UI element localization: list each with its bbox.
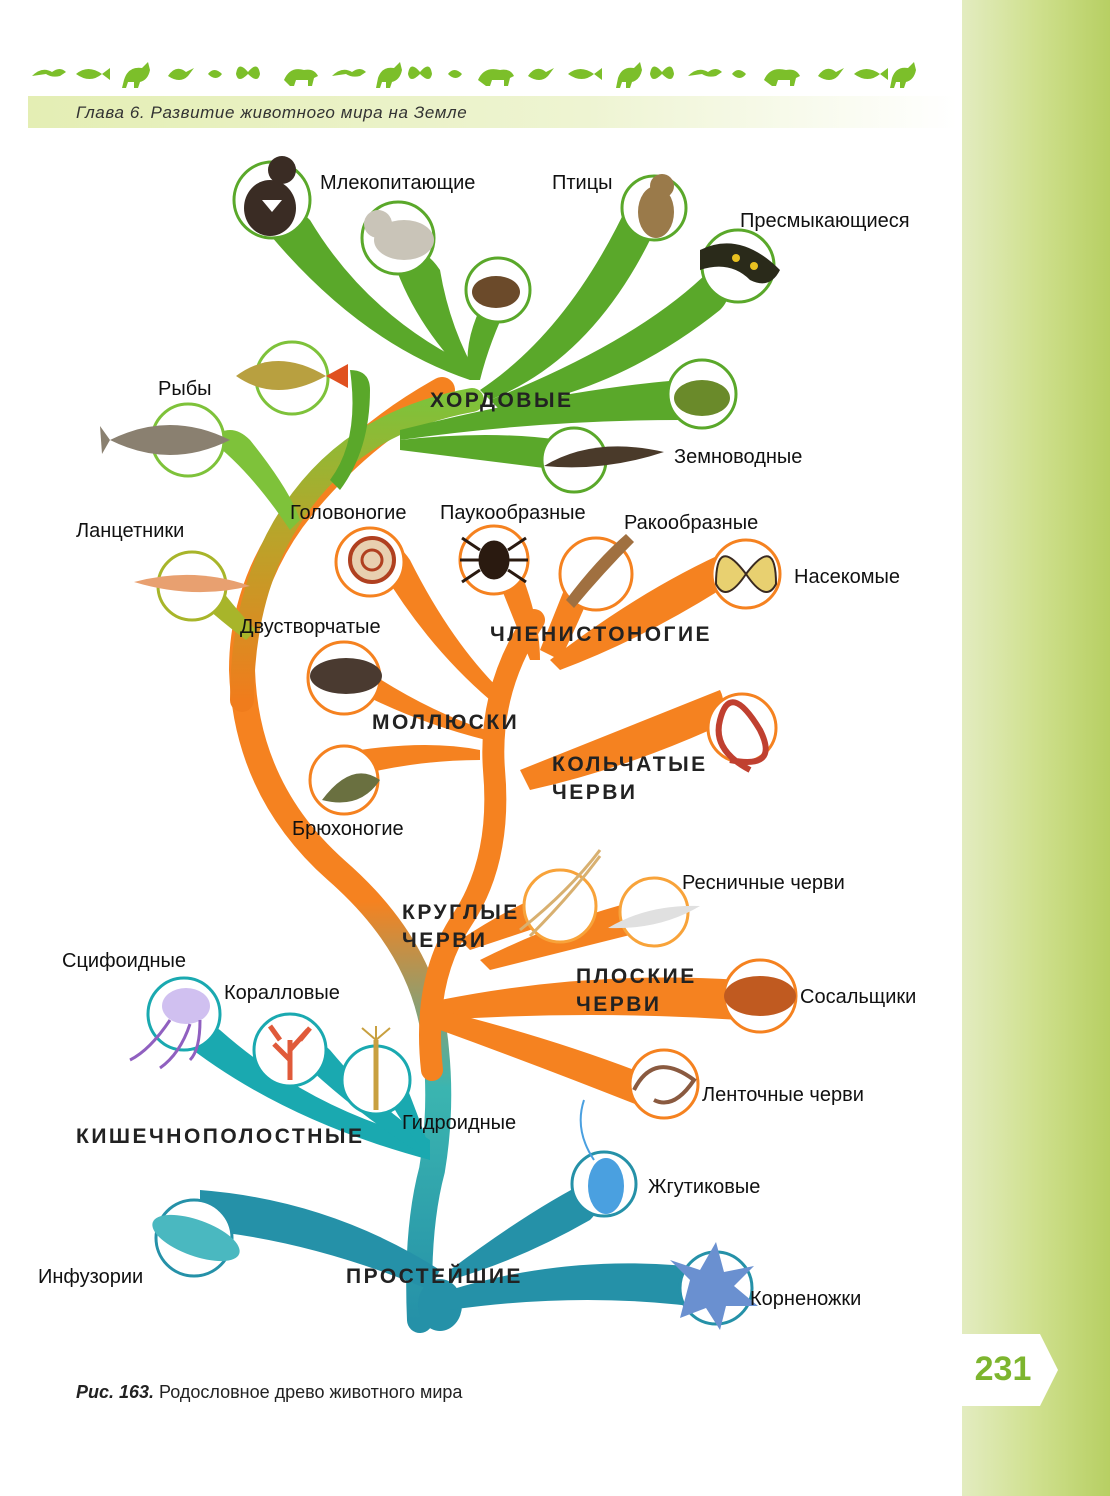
label-flukes: Сосальщики bbox=[800, 986, 917, 1008]
label-ciliates: Инфузории bbox=[38, 1266, 144, 1288]
butterfly-icon bbox=[236, 66, 260, 79]
snail-icon bbox=[322, 773, 380, 803]
label-fishes: Рыбы bbox=[158, 378, 212, 400]
group-annelids-line2: ЧЕРВИ bbox=[552, 781, 638, 804]
group-chordates: ХОРДОВЫЕ bbox=[430, 389, 574, 412]
label-turbellarians: Ресничные черви bbox=[682, 872, 845, 894]
coral-icon bbox=[267, 1024, 312, 1080]
label-gastropods: Брюхоногие bbox=[292, 818, 404, 840]
flagellate-icon bbox=[579, 1099, 624, 1214]
label-hydroids: Гидроидные bbox=[402, 1112, 517, 1134]
label-insects: Насекомые bbox=[794, 566, 901, 588]
branch-fish-lower bbox=[210, 430, 300, 530]
insect-icon bbox=[206, 68, 224, 78]
branch-tapeworms bbox=[440, 1010, 660, 1110]
animal-strip bbox=[32, 62, 916, 88]
jellyfish-icon bbox=[129, 988, 210, 1070]
turbellarian-icon bbox=[608, 905, 700, 929]
shark-icon bbox=[100, 425, 230, 455]
chapter-header-band bbox=[28, 96, 958, 128]
invertebrate-trunk bbox=[419, 609, 545, 1081]
branch-mammals-2 bbox=[390, 247, 480, 380]
tapeworms-circle bbox=[628, 1048, 700, 1120]
label-birds: Птицы bbox=[552, 172, 613, 194]
branch-insects bbox=[550, 550, 734, 670]
branch-amphibians-b bbox=[400, 435, 560, 470]
spider-icon bbox=[460, 536, 528, 584]
branch-mammals bbox=[250, 202, 480, 380]
label-scyphozoa: Сцифоидные bbox=[62, 950, 187, 972]
newt-icon bbox=[544, 446, 664, 468]
group-flatworms-line1: ПЛОСКИЕ bbox=[576, 965, 697, 988]
page-number: 231 bbox=[974, 1350, 1032, 1388]
chapter-title: Глава 6. Развитие животного мира на Земл… bbox=[76, 103, 468, 122]
butterfly-icon-large bbox=[714, 555, 778, 593]
label-mammals: Млекопитающие bbox=[320, 172, 476, 194]
lizard-icon bbox=[32, 69, 66, 77]
label-corals: Коралловые bbox=[224, 982, 340, 1004]
tree-diagram bbox=[100, 156, 798, 1333]
page-number-tab bbox=[962, 1334, 1058, 1406]
label-bivalves: Двустворчатые bbox=[240, 616, 381, 638]
hedgehog-icon bbox=[472, 276, 520, 308]
bear-icon bbox=[244, 156, 296, 236]
label-tapeworms: Ленточные черви bbox=[702, 1084, 864, 1106]
branch-rhizopods bbox=[450, 1263, 720, 1310]
figure-caption-label: Рис. 163. bbox=[76, 1382, 155, 1402]
label-cephalopods: Головоногие bbox=[290, 502, 407, 524]
bird-icon bbox=[168, 68, 194, 80]
group-cnidarians: КИШЕЧНОПОЛОСТНЫЕ bbox=[76, 1125, 365, 1148]
label-reptiles: Пресмыкающиеся bbox=[740, 210, 910, 232]
fluke-icon bbox=[724, 976, 796, 1016]
branch-ciliates bbox=[200, 1190, 440, 1290]
group-protozoa: ПРОСТЕЙШИЕ bbox=[346, 1265, 523, 1288]
horse-icon bbox=[122, 62, 150, 88]
lancelet-icon bbox=[134, 574, 250, 593]
crayfish-icon bbox=[566, 534, 634, 608]
perch-icon bbox=[236, 361, 348, 390]
fish-icon bbox=[76, 68, 110, 80]
label-crustaceans: Ракообразные bbox=[624, 512, 759, 534]
roundworm-icon bbox=[519, 849, 602, 938]
branch-scyphozoa bbox=[180, 1022, 430, 1160]
branch-flagellates bbox=[450, 1180, 600, 1280]
label-flagellates: Жгутиковые bbox=[648, 1176, 761, 1198]
branch-annelids bbox=[520, 690, 724, 790]
branch-fishes bbox=[330, 370, 370, 490]
label-lancelets: Ланцетники bbox=[76, 520, 185, 542]
label-rhizopods: Корненожки bbox=[750, 1288, 862, 1310]
earthworm-icon bbox=[715, 699, 769, 773]
nautilus-icon bbox=[348, 536, 396, 584]
page-sidebar bbox=[962, 0, 1110, 1496]
group-mollusks: МОЛЛЮСКИ bbox=[372, 711, 520, 734]
figure-caption-text: Родословное древо животного мира bbox=[154, 1382, 463, 1402]
branch-flukes bbox=[440, 977, 740, 1020]
branch-cephalopods bbox=[370, 542, 500, 700]
group-annelids-line1: КОЛЬЧАТЫЕ bbox=[552, 753, 708, 776]
frog-icon bbox=[674, 380, 730, 416]
hydra-icon bbox=[361, 1026, 391, 1110]
branch-amphibians-a bbox=[400, 380, 680, 440]
mussel-icon bbox=[310, 658, 382, 694]
paramecium-icon bbox=[152, 1214, 240, 1262]
group-roundworms-line2: ЧЕРВИ bbox=[402, 929, 488, 952]
amoeba-icon bbox=[670, 1242, 758, 1330]
group-roundworms-line1: КРУГЛЫЕ bbox=[402, 901, 520, 924]
tapeworm-icon bbox=[632, 1065, 697, 1105]
label-amphibians: Земноводные bbox=[674, 446, 803, 468]
branch-reptiles bbox=[490, 270, 728, 410]
label-arachnids: Паукообразные bbox=[440, 502, 586, 524]
branch-birds bbox=[480, 200, 653, 400]
cat-icon bbox=[364, 210, 434, 260]
salamander-icon bbox=[700, 243, 780, 284]
figure-caption: Рис. 163. Родословное древо животного ми… bbox=[76, 1382, 462, 1403]
owl-icon bbox=[638, 174, 674, 238]
group-arthropods: ЧЛЕНИСТОНОГИЕ bbox=[490, 623, 713, 646]
group-flatworms-line2: ЧЕРВИ bbox=[576, 993, 662, 1016]
